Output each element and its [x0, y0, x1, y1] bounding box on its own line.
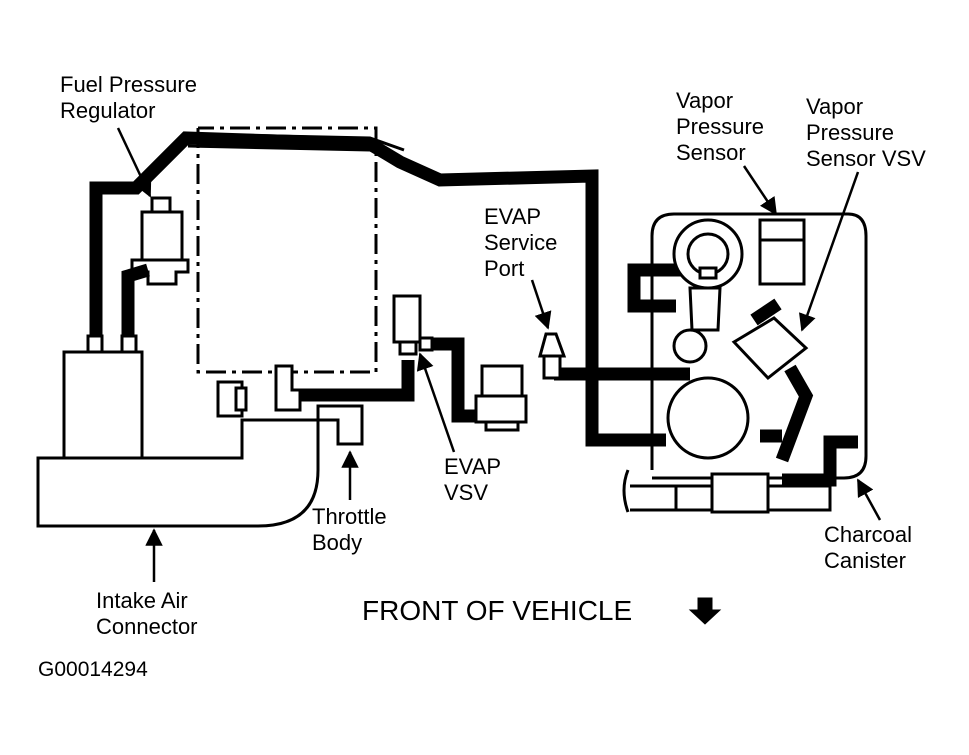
intake-air-connector-shape: [36, 334, 320, 528]
leader-lines: [116, 127, 882, 582]
evap-vsv-label: EVAP VSV: [444, 454, 507, 505]
vapor-pressure-sensor-vsv-label: Vapor Pressure Sensor VSV: [806, 94, 926, 171]
throttle-body-label: Throttle Body: [312, 504, 393, 555]
charcoal-canister-label: Charcoal Canister: [824, 522, 918, 573]
fuel-pressure-regulator-shape: [130, 196, 190, 286]
hoses: [89, 131, 858, 487]
down-arrow-icon: [688, 597, 722, 625]
charcoal-canister-shape: [622, 212, 868, 514]
fuel-pressure-regulator-label: Fuel Pressure Regulator: [60, 72, 203, 123]
throttle-body-shape: [216, 364, 364, 446]
evap-vsv-shape: [392, 294, 434, 356]
evap-service-port-shape: [538, 332, 567, 380]
engine-outline: [196, 126, 378, 374]
fuel-line: [187, 132, 405, 162]
evap-service-port-label: EVAP Service Port: [484, 204, 563, 281]
figure-id: G00014294: [38, 658, 148, 681]
vapor-pressure-sensor-label: Vapor Pressure Sensor: [676, 88, 770, 165]
front-of-vehicle-label: FRONT OF VEHICLE: [362, 595, 632, 626]
intake-air-connector-label: Intake Air Connector: [96, 588, 198, 639]
check-valve-shape: [474, 364, 528, 432]
